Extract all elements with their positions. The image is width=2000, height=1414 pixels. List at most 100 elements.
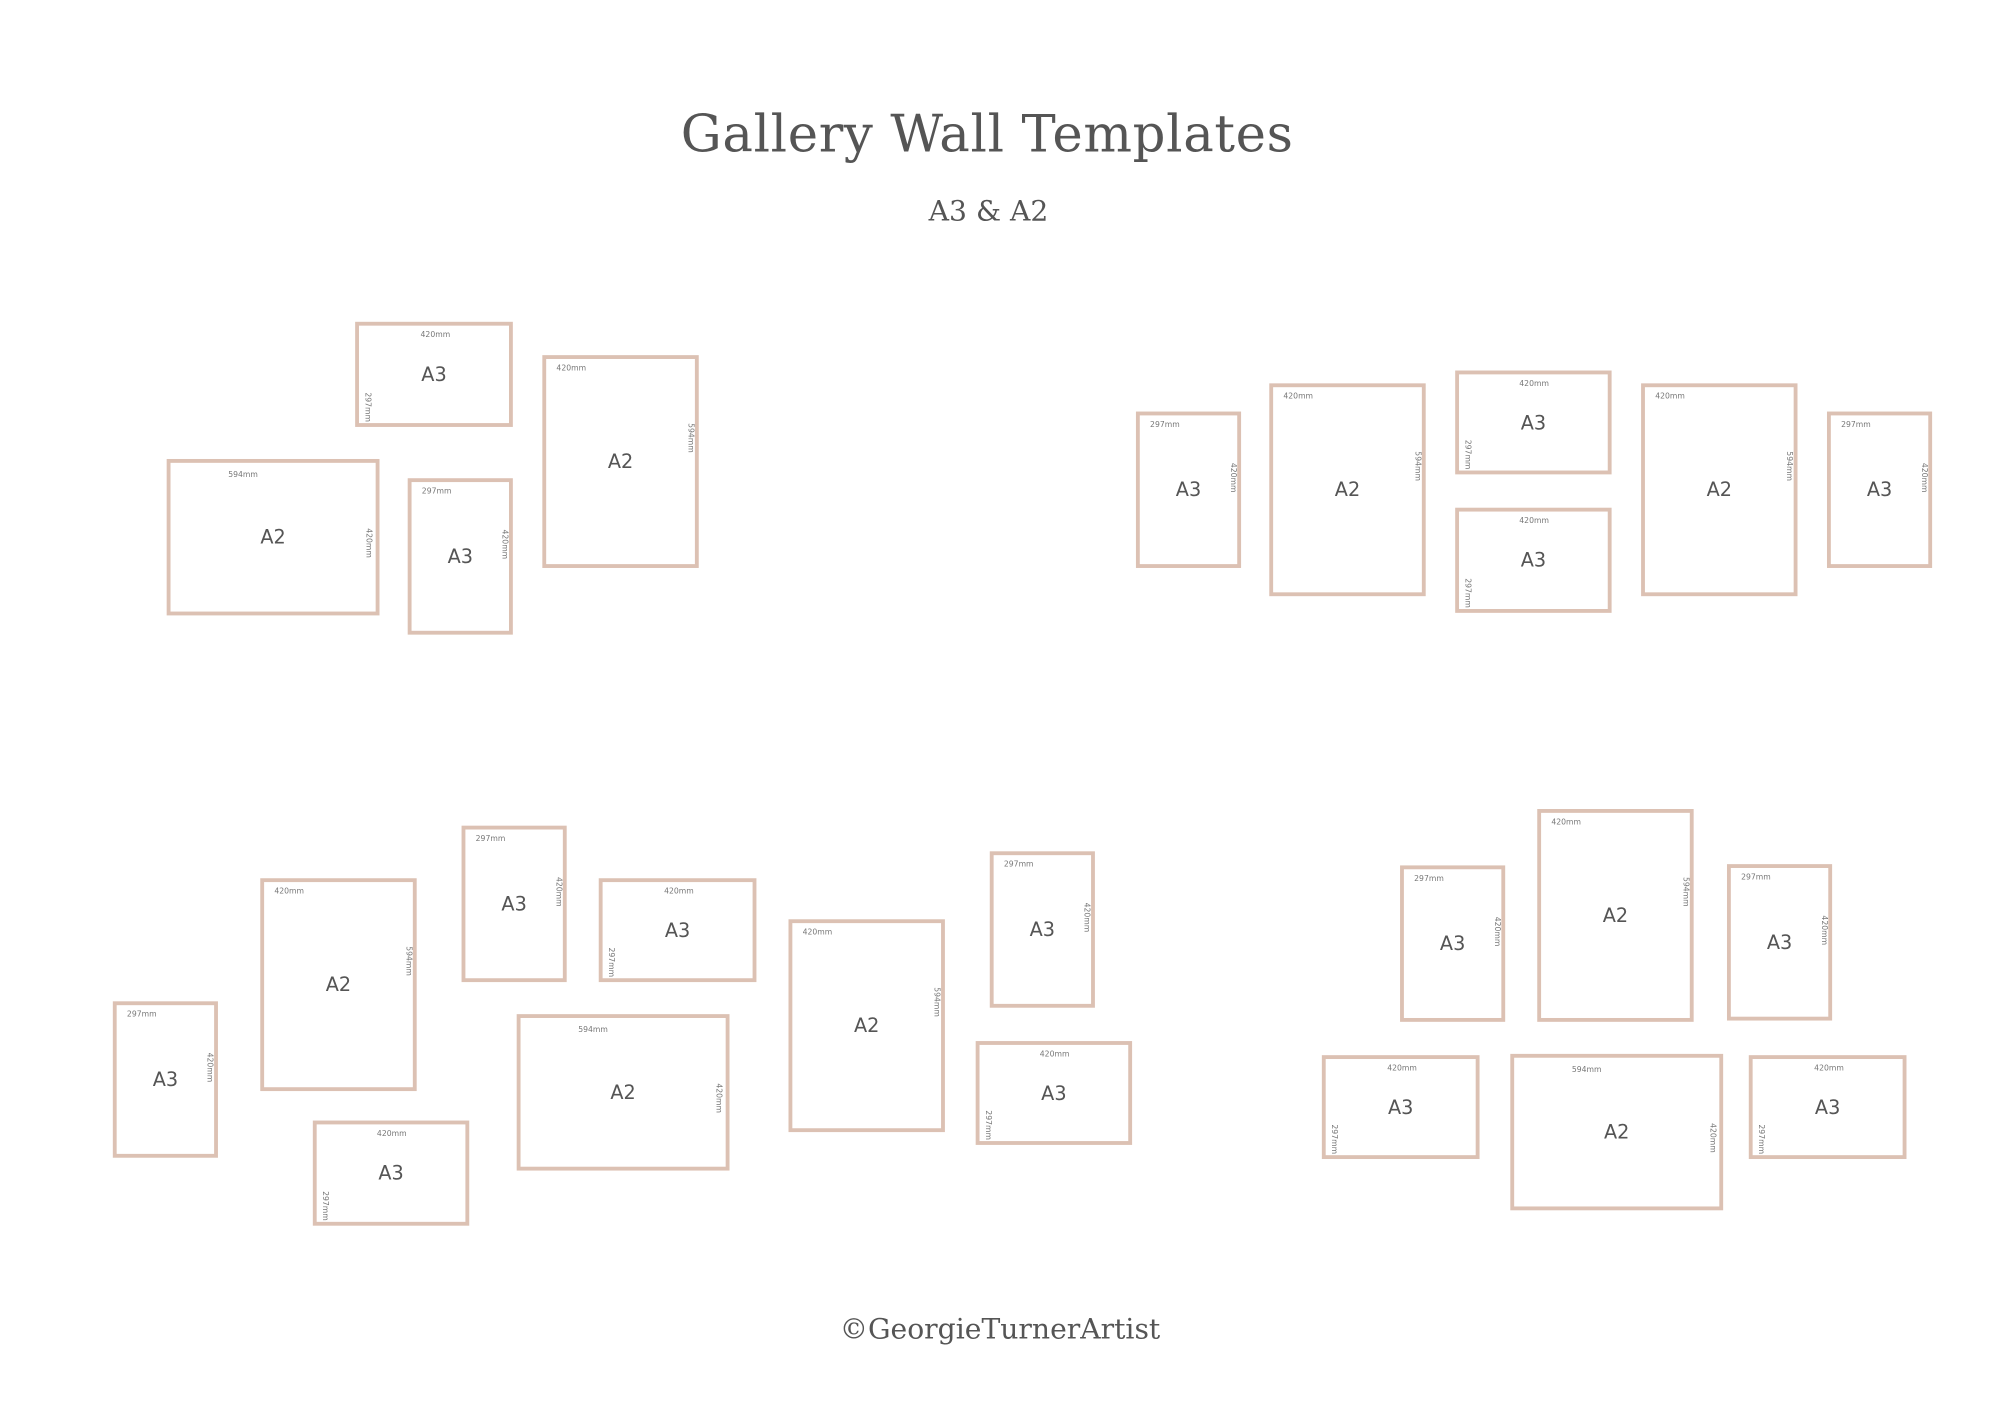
- frame-height-label: 594mm: [1680, 876, 1690, 907]
- frame-size-label: A3: [1175, 478, 1202, 502]
- frame-height-label: 420mm: [364, 528, 374, 558]
- frame-size-label: A3: [501, 892, 527, 916]
- frame-height-label: 297mm: [362, 392, 372, 423]
- frame-width-label: 420mm: [1814, 1064, 1844, 1074]
- page-title: Gallery Wall Templates: [680, 105, 1294, 165]
- frame-height-label: 420mm: [1707, 1123, 1717, 1153]
- frame-size-label: A2: [1602, 903, 1629, 927]
- frame-height-label: 594mm: [1784, 451, 1794, 481]
- frame-size-label: A3: [1520, 410, 1547, 434]
- frame-size-label: A3: [1866, 478, 1893, 502]
- frame-size-label: A3: [1439, 932, 1466, 956]
- frame-width-label: 420mm: [556, 364, 587, 374]
- frame-width-label: 297mm: [421, 487, 452, 497]
- frame-size-label: A2: [325, 973, 352, 997]
- frame-width-label: 420mm: [1551, 817, 1582, 827]
- frame-size-label: A2: [610, 1080, 636, 1104]
- frame-width-label: 420mm: [1039, 1050, 1070, 1060]
- frame-size-label: A3: [152, 1067, 179, 1092]
- frame-width-label: 297mm: [126, 1010, 157, 1020]
- frame-width-label: 420mm: [1283, 392, 1314, 402]
- frame-height-label: 297mm: [1462, 578, 1472, 608]
- frame-size-label: A3: [447, 544, 473, 568]
- frame-height-label: 297mm: [606, 947, 616, 978]
- frame-height-label: 594mm: [932, 987, 942, 1017]
- page-subtitle: A3 & A2: [928, 196, 1049, 229]
- frame-width-label: 420mm: [1655, 392, 1685, 402]
- frame-size-label: A3: [664, 918, 691, 942]
- frame-width-label: 594mm: [228, 470, 258, 480]
- frame-size-label: A3: [1814, 1095, 1841, 1119]
- frame-width-label: 420mm: [274, 887, 305, 897]
- frame-size-label: A3: [1387, 1095, 1414, 1119]
- frame-size-label: A3: [1029, 917, 1056, 942]
- frame-size-label: A3: [1041, 1081, 1067, 1105]
- frame-height-label: 420mm: [714, 1083, 724, 1114]
- frame-width-label: 297mm: [1150, 420, 1180, 430]
- frame-width-label: 297mm: [1414, 874, 1444, 884]
- frame-size-label: A2: [853, 1014, 880, 1038]
- frame-width-label: 297mm: [1741, 873, 1771, 883]
- frame-height-label: 420mm: [500, 529, 509, 560]
- frame-width-label: 420mm: [664, 887, 694, 897]
- frame-width-label: 594mm: [1571, 1065, 1602, 1075]
- frame-height-label: 420mm: [1228, 462, 1238, 493]
- frame-height-label: 297mm: [320, 1191, 330, 1221]
- frame-height-label: 297mm: [1329, 1124, 1339, 1155]
- frame-width-label: 420mm: [420, 330, 451, 340]
- frame-width-label: 297mm: [1003, 860, 1034, 870]
- frame-height-label: 420mm: [1492, 916, 1502, 947]
- frame-size-label: A3: [421, 362, 447, 386]
- frame-height-label: 297mm: [1462, 439, 1472, 470]
- frame-size-label: A2: [1604, 1120, 1630, 1144]
- frame-height-label: 594mm: [685, 423, 695, 453]
- frame-width-label: 420mm: [802, 928, 833, 938]
- frame-width-label: 297mm: [1841, 420, 1871, 430]
- frame-size-label: A3: [378, 1161, 404, 1185]
- frame-width-label: 594mm: [578, 1025, 608, 1035]
- frame-width-label: 297mm: [475, 834, 506, 844]
- copyright-text: ©GeorgieTurnerArtist: [839, 1314, 1161, 1347]
- frame-height-label: 420mm: [1819, 915, 1829, 946]
- frame-height-label: 420mm: [1082, 902, 1092, 933]
- frame-size-label: A2: [1706, 478, 1732, 502]
- frame-size-label: A2: [607, 450, 634, 474]
- frame-height-label: 420mm: [205, 1052, 215, 1083]
- frame-width-label: 420mm: [1519, 379, 1549, 389]
- frame-height-label: 420mm: [553, 876, 563, 907]
- frame-height-label: 297mm: [983, 1110, 993, 1140]
- frame-height-label: 594mm: [403, 946, 413, 976]
- frame-size-label: A2: [260, 525, 286, 549]
- frame-height-label: 297mm: [1756, 1124, 1766, 1155]
- frame-height-label: 594mm: [1412, 451, 1422, 481]
- frame-size-label: A3: [1520, 548, 1547, 572]
- frame-height-label: 420mm: [1919, 462, 1929, 493]
- frame-size-label: A3: [1766, 930, 1793, 954]
- frame-width-label: 420mm: [1519, 516, 1549, 526]
